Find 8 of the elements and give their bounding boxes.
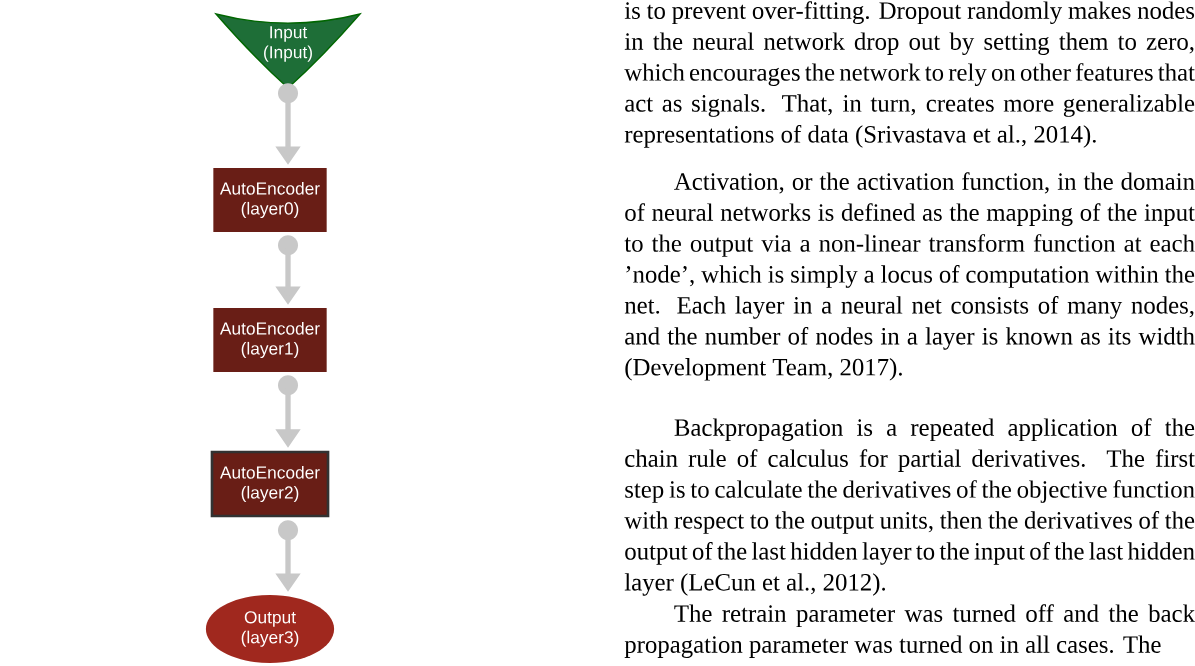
paragraph-text: Activation, or the activation function, in the domain of neural networks is defined as the mapping of the input to the output via a non-linear transform function at each ’node’, which is simply a locus of computation within the net. Each layer in a neural net consists of many nodes, and the number of nodes in a layer is known as its width (Development Team, 2017). <box>624 172 1195 381</box>
paragraph-text: is to prevent over-fitting. Dropout randomly makes nodes in the neural network drop out by setting them to zero, which encourages the network to rely on other features that act as signals. That, in turn, creates more generalizable representations of data (Srivastava et al., 2014). <box>624 1 1195 148</box>
layer-box: AutoEncoder (layer2) <box>210 450 330 518</box>
paragraph-text: The retrain parameter was turned off and the back propagation parameter was turned on in all cases. The <box>624 604 1195 658</box>
input-triangle: Input (Input) <box>215 13 361 89</box>
paragraph-text: Backpropagation is a repeated application of the chain rule of calculus for partial derivatives. The first step is to calculate the derivatives of the objective function with respect to the output units, then the derivatives of the output of the last hidden layer to the input of the last hidden layer (LeCun et al., 2012). <box>624 418 1195 596</box>
layer-box: AutoEncoder (layer0) <box>213 168 327 232</box>
layer-box: AutoEncoder (layer1) <box>213 308 327 372</box>
